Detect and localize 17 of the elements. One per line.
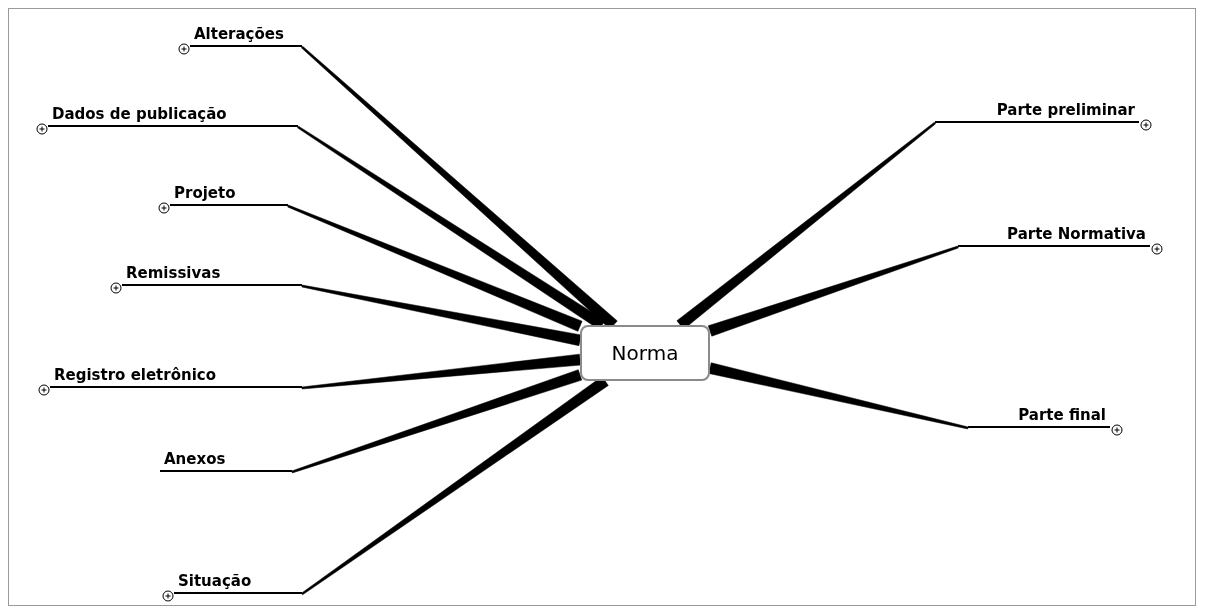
branch-line: [301, 353, 581, 390]
branch-line: [301, 284, 582, 346]
branch-line: [291, 369, 582, 474]
branch-topic: Remissivas: [122, 262, 302, 286]
branch-topic: Dados de publicação: [48, 103, 298, 127]
central-topic-box: Norma: [580, 325, 710, 381]
branch-topic: Situação: [174, 570, 302, 594]
branch-topic: Parte Normativa: [958, 223, 1150, 247]
branch-topic: Anexos: [160, 448, 292, 472]
branch-topic: Registro eletrônico: [50, 364, 302, 388]
branch-topic: Parte final: [968, 404, 1110, 428]
branch-topic: Projeto: [170, 182, 288, 206]
branch-topic: Parte preliminar: [935, 99, 1139, 123]
branch-line: [287, 204, 583, 332]
branch-topic: Alterações: [190, 23, 302, 47]
branch-line: [708, 245, 959, 337]
branch-line: [708, 362, 969, 430]
